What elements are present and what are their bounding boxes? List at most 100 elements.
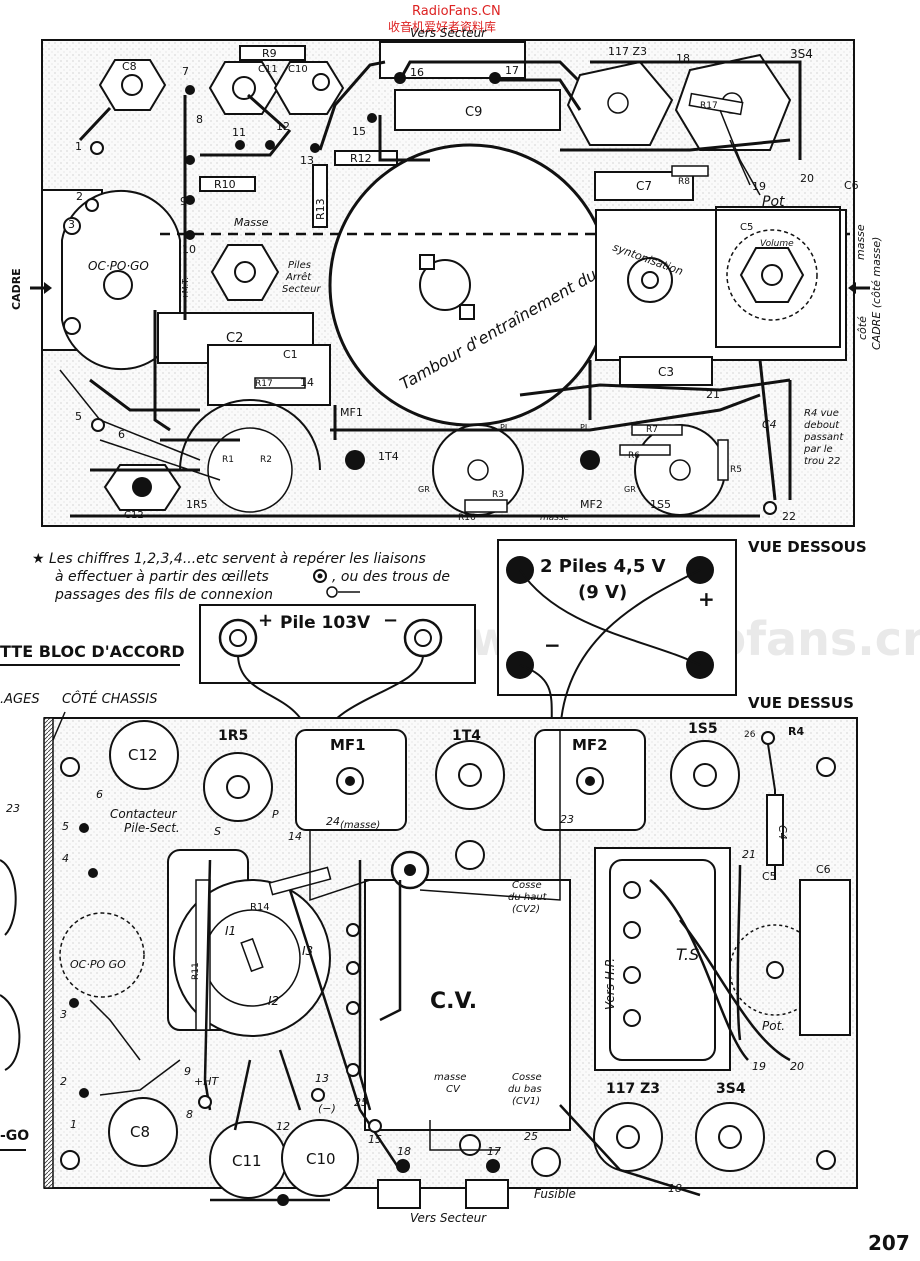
- masse-paren-label: (masse): [340, 820, 380, 831]
- svg-text:15: 15: [368, 1133, 382, 1146]
- svg-text:17: 17: [487, 1145, 501, 1158]
- c9-capacitor: [394, 89, 561, 131]
- c8-label: C8: [130, 1123, 150, 1141]
- svg-text:P: P: [272, 808, 279, 821]
- svg-text:9: 9: [184, 1065, 191, 1078]
- r17-label-top: R17: [700, 101, 718, 111]
- minus-9v: −: [544, 633, 561, 657]
- tube-1t4-label: 1T4: [452, 728, 481, 744]
- page-number: 207: [868, 1231, 910, 1255]
- r9-resistor: [239, 45, 306, 61]
- tube-1r5-top: [207, 427, 293, 513]
- r13-resistor: [312, 164, 328, 228]
- cosse-bas-2: du bas: [508, 1084, 542, 1095]
- pl-label-2: PL: [580, 423, 590, 432]
- eyelets-bottom: [69, 823, 500, 1206]
- thin-wiring-bottom: [89, 730, 561, 1151]
- piles-45-label: 2 Piles 4,5 V: [540, 556, 666, 577]
- r7-label: R7: [646, 425, 658, 435]
- tube-117z3-label: 117 Z3: [606, 1081, 660, 1097]
- cosse-bas-3: (CV1): [512, 1096, 540, 1107]
- c4-capacitor: [766, 794, 784, 866]
- piles-label: Piles: [288, 260, 311, 271]
- r4-note-2: debout: [804, 420, 840, 431]
- pile-103v-label: Pile 103V: [280, 613, 371, 633]
- svg-text:18: 18: [397, 1145, 411, 1158]
- minus-103: −: [383, 610, 398, 631]
- svg-text:21: 21: [742, 848, 756, 861]
- svg-text:18: 18: [676, 52, 690, 65]
- r16-label: R16: [458, 513, 476, 523]
- r17-label-left: R17: [255, 379, 273, 389]
- vue-dessus-label: VUE DESSUS: [748, 694, 854, 712]
- svg-text:7: 7: [182, 65, 189, 78]
- c12-can: [109, 720, 179, 790]
- svg-text:21: 21: [706, 388, 720, 401]
- c6-capacitor: [799, 879, 851, 1036]
- r9-label: R9: [262, 47, 277, 60]
- top-view: Vers Secteur CADRE OC·PO·GO C8 C11 C10 R…: [10, 26, 883, 556]
- footnote-line2b: , ou des trous de: [332, 569, 450, 585]
- svg-text:13: 13: [300, 154, 314, 167]
- mains-plug-right: [465, 1179, 509, 1209]
- thin-wiring-top: [59, 109, 761, 481]
- reglages-label: .AGES: [0, 692, 40, 707]
- arret-label: Arrêt: [285, 271, 312, 283]
- c4-label-top: C4: [762, 418, 777, 431]
- gr-label-2: GR: [624, 485, 636, 494]
- masse-label-top: Masse: [234, 216, 269, 229]
- fuse: [531, 1147, 561, 1177]
- cosse-haut-1: Cosse: [512, 880, 542, 891]
- eyelets-top: [85, 72, 777, 515]
- tube-1s5-label-top: 1S5: [650, 498, 671, 511]
- masse-cv-2: CV: [446, 1084, 461, 1095]
- oc-po-go-label: OC·PO GO: [70, 958, 126, 971]
- c6-label: C6: [816, 863, 831, 876]
- r4-note-3: passant: [803, 432, 844, 443]
- watermark-site: RadioFans.CN: [412, 4, 501, 19]
- r13-label: R13: [314, 198, 327, 220]
- bloc-accord-label: TTE BLOC D'ACCORD: [0, 642, 185, 661]
- c6-label-top: C6: [844, 179, 859, 192]
- c1-label: C1: [283, 348, 298, 361]
- svg-text:19: 19: [752, 1060, 766, 1073]
- c11-label-top: C11: [258, 64, 278, 75]
- vers-hp-label: Vers H.P.: [603, 958, 617, 1010]
- cadre-left-label: CADRE: [10, 268, 23, 310]
- pile-sect-label: Pile-Sect.: [124, 821, 180, 835]
- plus-103: +: [258, 610, 273, 631]
- r10-resistor: [199, 176, 256, 192]
- svg-text:2: 2: [60, 1075, 67, 1088]
- svg-text:13: 13: [315, 1072, 329, 1085]
- c7-label: C7: [636, 179, 652, 193]
- i3-label: I3: [302, 944, 313, 958]
- tube-1t4-label-top: 1T4: [378, 450, 399, 463]
- tube-1r5-label: 1R5: [218, 728, 248, 744]
- r10-label: R10: [214, 178, 236, 191]
- svg-text:17: 17: [505, 64, 519, 77]
- eyelet-numbers-bottom: 1 2 3 4 5 6 8 9 12 13 14 15 17 18 19 20 …: [60, 788, 804, 1195]
- svg-text:5: 5: [62, 820, 69, 833]
- svg-text:25: 25: [524, 1130, 538, 1143]
- volume-label: Volume: [760, 239, 794, 249]
- r2-label: R2: [260, 455, 272, 465]
- svg-text:9: 9: [180, 195, 187, 208]
- svg-text:(−): (−): [318, 1102, 336, 1115]
- c8-can: [108, 1097, 178, 1167]
- c4-label: C4: [776, 825, 789, 840]
- svg-text:3: 3: [68, 218, 75, 231]
- c3-capacitor: [619, 356, 713, 386]
- bottom-view: TTE BLOC D'ACCORD .AGES CÔTÉ CHASSIS VUE…: [0, 642, 858, 1225]
- r4-note-1: R4 vue: [804, 408, 839, 419]
- cosse-bas-1: Cosse: [512, 1072, 542, 1083]
- num-22: 26: [744, 730, 756, 740]
- cv-label: C.V.: [430, 989, 477, 1014]
- eyelet-numbers-top: 1 2 3 5 6 7 8 9 10 11 12 13 15 16 17 18 …: [68, 52, 814, 523]
- svg-text:1: 1: [70, 1118, 77, 1131]
- chassis-edge: [43, 717, 54, 1189]
- c5-label-top: C5: [740, 222, 753, 233]
- c10-can: [281, 1119, 359, 1197]
- go-label: -GO: [0, 1128, 29, 1144]
- r14-label: R14: [250, 902, 270, 913]
